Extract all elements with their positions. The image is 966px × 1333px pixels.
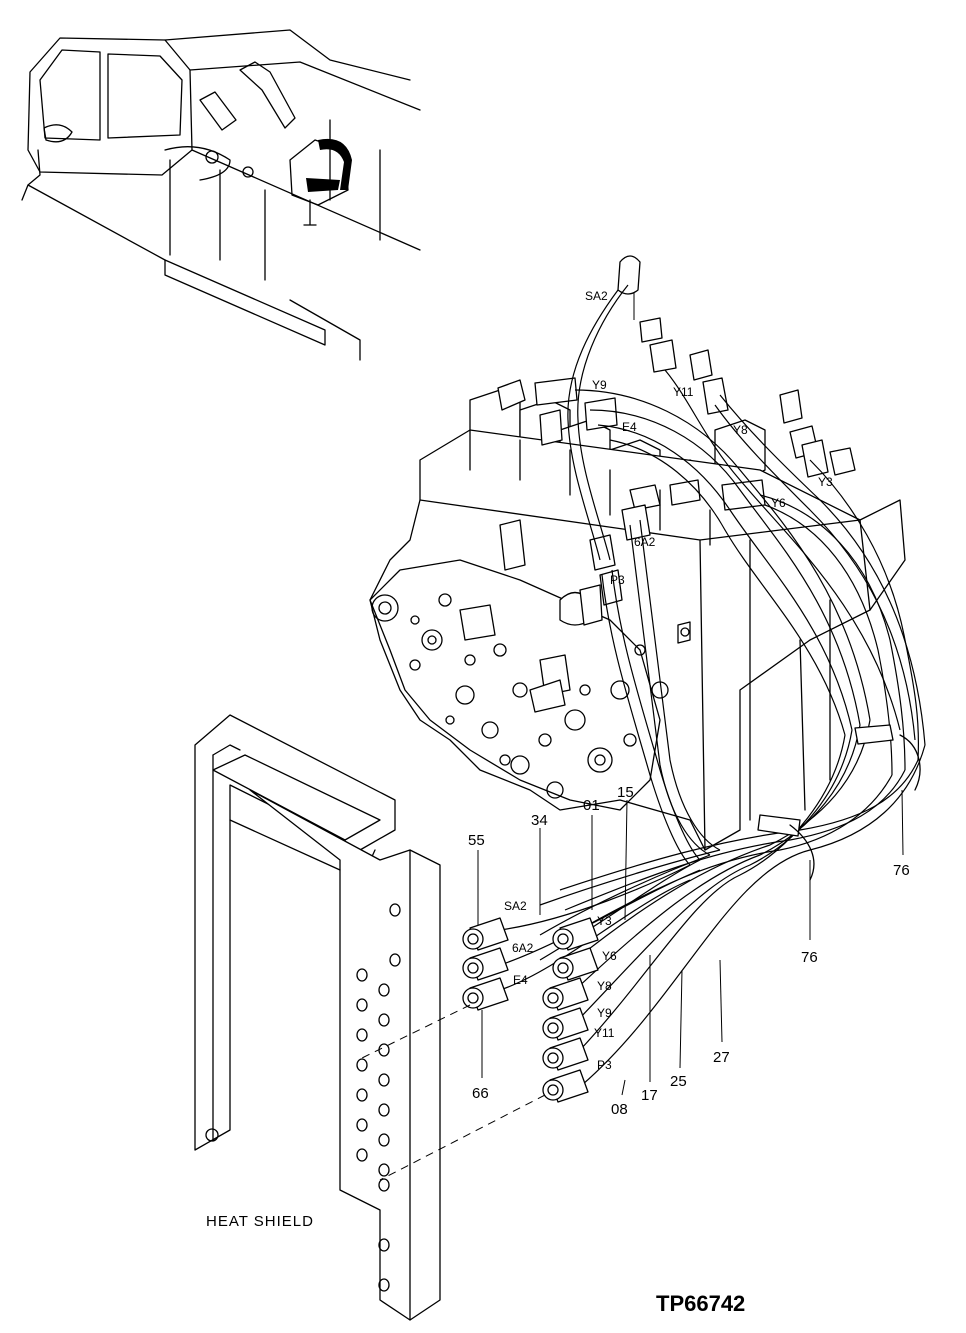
callout-76-lower: 76 (801, 949, 818, 966)
bracket-hose-fittings (361, 917, 599, 1181)
heat-shield-bracket (194, 714, 441, 1321)
callout-25: 25 (670, 1073, 687, 1090)
bracket-port-y3: Y3 (597, 914, 612, 928)
bracket-port-y9: Y9 (597, 1006, 612, 1020)
fitting-y6 (552, 947, 599, 981)
pilot-hose-bundle (499, 284, 926, 1086)
fitting-p3 (542, 1069, 589, 1103)
callout-66: 66 (472, 1085, 489, 1102)
valve-port-y3: Y3 (818, 475, 833, 489)
heat-shield-caption: HEAT SHIELD (206, 1213, 314, 1230)
leader-lines (477, 292, 904, 1096)
fitting-y11 (542, 1037, 589, 1071)
valve-port-y9: Y9 (592, 378, 607, 392)
fitting-6a2 (462, 947, 509, 981)
excavator-overview-illustration (21, 29, 421, 361)
valve-port-p3: P3 (610, 573, 625, 587)
callout-27: 27 (713, 1049, 730, 1066)
valve-port-sa2: SA2 (585, 289, 608, 303)
callout-17: 17 (641, 1087, 658, 1104)
fitting-y3 (552, 917, 599, 951)
fitting-y8 (542, 977, 589, 1011)
callout-15: 15 (617, 784, 634, 801)
figure-id: TP66742 (656, 1291, 745, 1316)
bracket-port-sa2: SA2 (504, 899, 527, 913)
callout-numbers: 55 34 01 15 66 08 17 25 27 76 76 (468, 784, 910, 1118)
bracket-port-y6: Y6 (602, 949, 617, 963)
bracket-port-e4: E4 (513, 973, 528, 987)
fitting-e4 (462, 977, 509, 1011)
bracket-port-labels: SA2 6A2 E4 Y3 Y6 Y8 Y9 Y11 P3 (504, 899, 617, 1072)
valve-port-y8: Y8 (733, 423, 748, 437)
callout-01: 01 (583, 797, 600, 814)
callout-76-upper: 76 (893, 862, 910, 879)
bracket-port-y11: Y11 (594, 1026, 615, 1040)
valve-port-6a2: 6A2 (634, 535, 656, 549)
fitting-y9 (542, 1007, 589, 1041)
callout-08: 08 (611, 1101, 628, 1118)
bracket-port-y8: Y8 (597, 979, 612, 993)
valve-port-e4: E4 (622, 420, 637, 434)
fitting-sa2 (462, 917, 509, 951)
bracket-port-6a2: 6A2 (512, 941, 534, 955)
valve-port-y11: Y11 (673, 385, 694, 399)
callout-34: 34 (531, 812, 548, 829)
callout-55: 55 (468, 832, 485, 849)
valve-port-labels: SA2 Y9 Y11 E4 Y8 Y3 Y6 6A2 P3 (585, 289, 833, 587)
valve-port-y6: Y6 (771, 496, 786, 510)
control-valve-body (369, 389, 906, 851)
bracket-port-p3: P3 (597, 1058, 612, 1072)
